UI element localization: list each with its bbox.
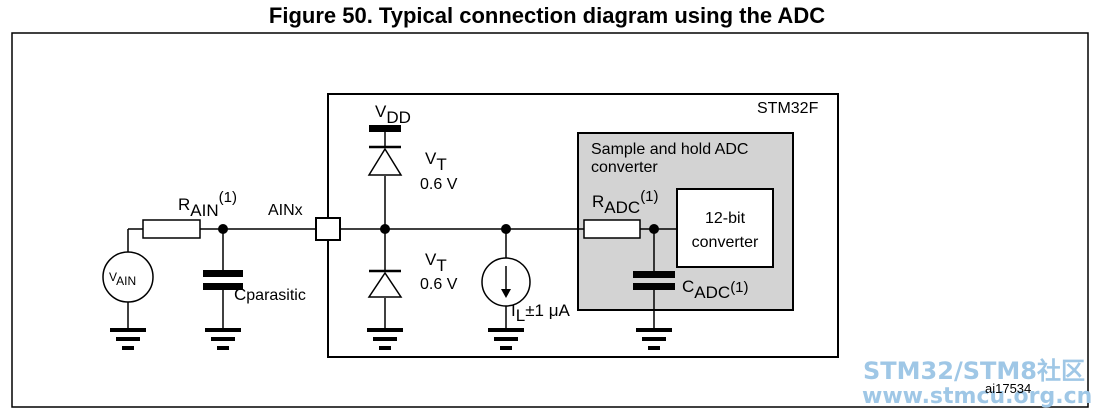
radc-label: RADC(1) bbox=[592, 188, 659, 217]
il-label-rest: ±1 μA bbox=[525, 301, 570, 320]
cparasitic-label-main: C bbox=[234, 285, 246, 304]
figure-title: Figure 50. Typical connection diagram us… bbox=[268, 3, 826, 28]
il-label: IL±1 μA bbox=[511, 301, 571, 325]
cparasitic-plate-top bbox=[203, 270, 243, 277]
vain-label: VAIN bbox=[109, 270, 136, 288]
rain-label: RAIN(1) bbox=[178, 189, 237, 220]
ground-icon bbox=[367, 328, 403, 350]
rain-resistor bbox=[142, 219, 201, 239]
chip-label: STM32F bbox=[757, 100, 819, 117]
junction-dots bbox=[218, 224, 659, 234]
outer-frame bbox=[11, 32, 1089, 408]
cparasitic-label-sub: parasitic bbox=[246, 287, 306, 304]
rain-label-main: R bbox=[178, 195, 190, 214]
cadc-label: CADC(1) bbox=[682, 277, 749, 302]
junction-dot bbox=[218, 224, 228, 234]
vt-bottom-value: 0.6 V bbox=[420, 276, 458, 293]
watermark-line1: STM32/STM8社区 bbox=[863, 357, 1085, 385]
il-label-sub: L bbox=[516, 306, 525, 325]
vdd-label-main: V bbox=[375, 102, 387, 121]
diode-bottom bbox=[367, 269, 403, 298]
vt-bottom-sub: T bbox=[436, 256, 446, 275]
arrow-down-icon bbox=[501, 266, 511, 298]
ground-icon bbox=[488, 328, 524, 350]
ground-icon bbox=[205, 328, 241, 350]
cadc-plate-bottom bbox=[633, 283, 675, 290]
vt-top-label: VT bbox=[425, 149, 447, 174]
radc-label-main: R bbox=[592, 192, 604, 211]
rain-label-sup: (1) bbox=[219, 189, 237, 206]
ground-icon bbox=[636, 328, 672, 350]
rain-label-sub: AIN bbox=[190, 201, 218, 220]
vt-top-main: V bbox=[425, 149, 437, 168]
vdd-bar bbox=[369, 125, 401, 132]
vain-source bbox=[102, 251, 154, 303]
vt-bottom-label: VT bbox=[425, 250, 447, 275]
junction-dot bbox=[380, 224, 390, 234]
vdd-label: VDD bbox=[375, 102, 411, 127]
ground-icon bbox=[110, 328, 146, 350]
il-label-main: I bbox=[511, 301, 516, 320]
converter-12bit-box bbox=[676, 188, 774, 268]
vt-bottom-main: V bbox=[425, 250, 437, 269]
cadc-label-main: C bbox=[682, 277, 694, 296]
cadc-plate-top bbox=[633, 271, 675, 278]
converter-label-line2: converter bbox=[692, 234, 759, 251]
vdd-label-sub: DD bbox=[386, 108, 411, 127]
ainx-pin bbox=[315, 217, 341, 241]
radc-label-sub: ADC bbox=[604, 198, 640, 217]
vt-top-value: 0.6 V bbox=[420, 176, 458, 193]
vain-label-sub: AIN bbox=[116, 274, 136, 288]
vt-top-sub: T bbox=[436, 155, 446, 174]
reference-code: ai17534 bbox=[985, 381, 1031, 396]
junction-dot bbox=[501, 224, 511, 234]
cparasitic-plate-bottom bbox=[203, 283, 243, 290]
converter-label-line1: 12-bit bbox=[705, 210, 746, 227]
adc-box-label-line2: converter bbox=[591, 159, 658, 176]
ainx-label: AINx bbox=[268, 202, 303, 219]
adc-box-label-line1: Sample and hold ADC bbox=[591, 141, 748, 158]
cadc-label-sup: (1) bbox=[730, 279, 748, 296]
vain-label-main: V bbox=[109, 270, 117, 284]
diode-top bbox=[367, 145, 403, 176]
radc-label-sup: (1) bbox=[640, 188, 658, 205]
cparasitic-label: Cparasitic bbox=[234, 285, 306, 304]
radc-resistor bbox=[583, 219, 641, 239]
watermark-line2: www.stmcu.org.cn bbox=[862, 384, 1092, 409]
cadc-label-sub: ADC bbox=[694, 283, 730, 302]
junction-dot bbox=[649, 224, 659, 234]
